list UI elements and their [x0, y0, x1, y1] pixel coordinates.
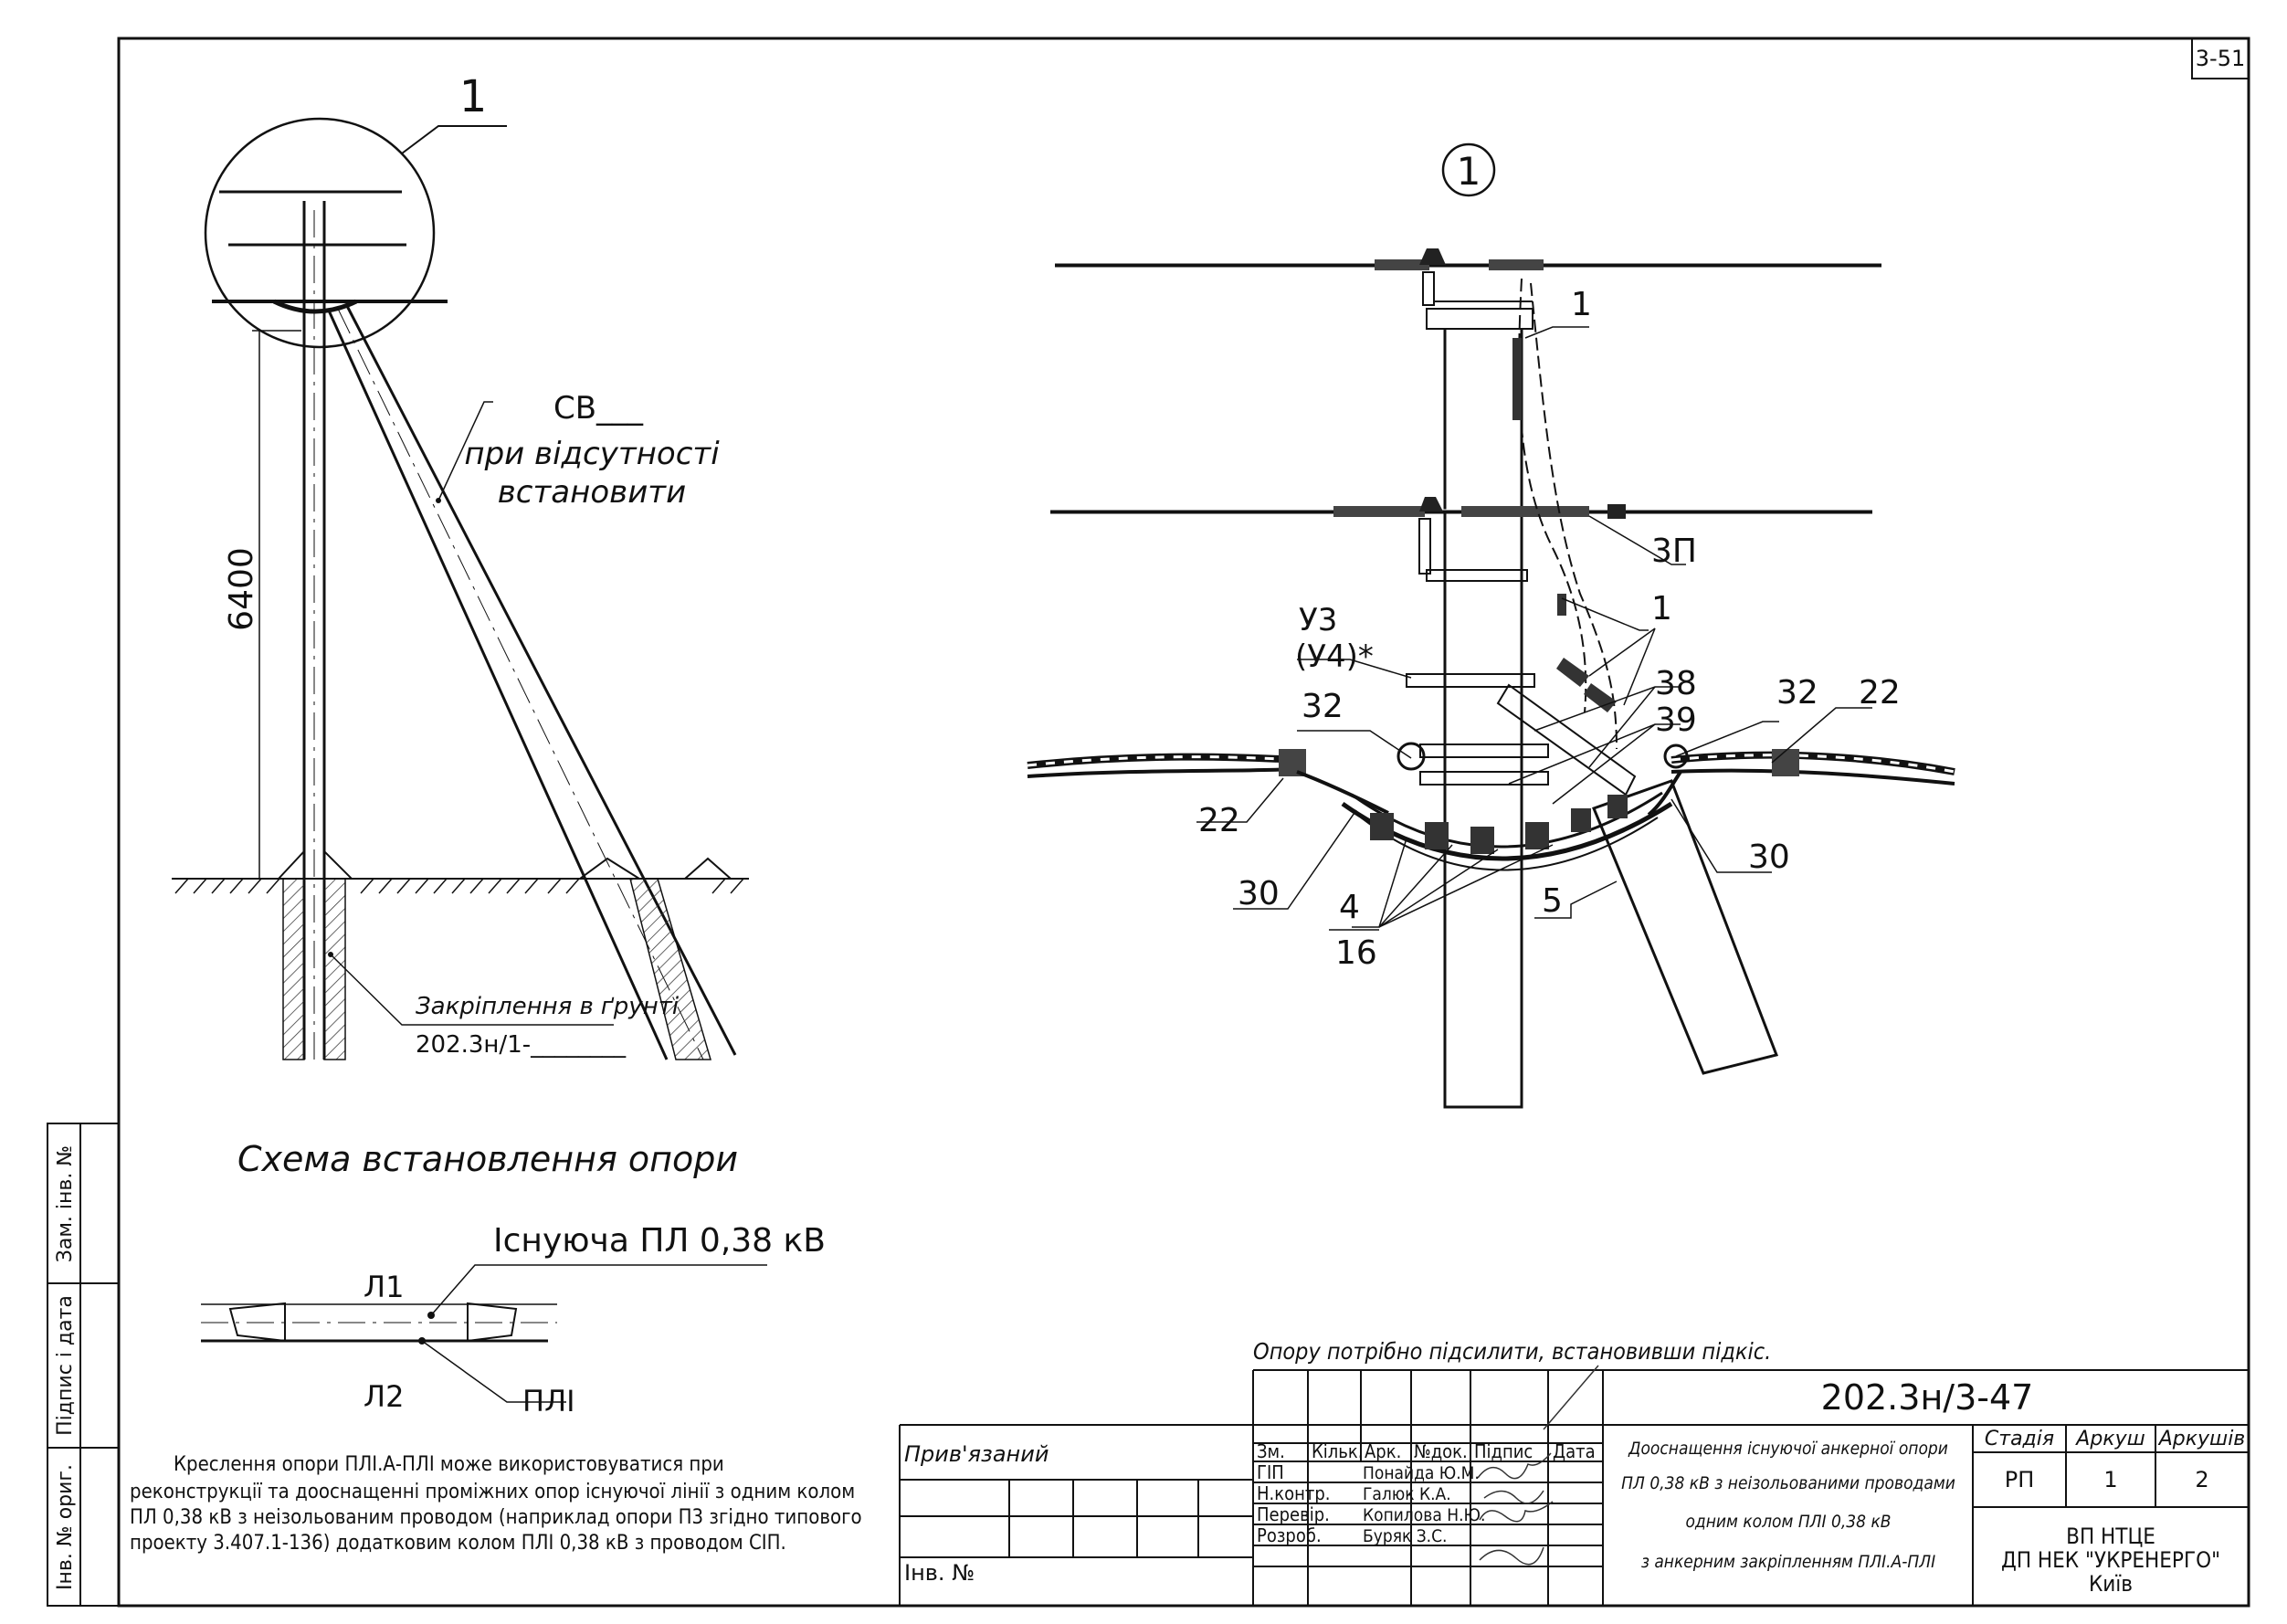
title-block: Прив'язаний Інв. № Зм. Кільк. Арк. №док.…	[899, 1365, 2249, 1606]
note-reinforce: Опору потрібно підсилити, встановивши пі…	[1253, 1338, 1771, 1365]
brace-note-line2: при відсутності	[464, 436, 720, 472]
side-stamp: Зам. інв. № Підпис і дата Інв. № ориг.	[47, 1123, 120, 1607]
callout-22-left: 22	[1198, 802, 1240, 839]
callout-1-top: 1	[1571, 286, 1592, 323]
scheme-title: Схема встановлення опори	[237, 1139, 738, 1179]
tb-org: ВП НТЦЕ	[2066, 1524, 2155, 1549]
stamp-inv-orig: Інв. № ориг.	[54, 1464, 77, 1590]
tb-role: Перевір.	[1257, 1503, 1330, 1525]
detail-title: 1	[1457, 149, 1481, 194]
callout-30-left: 30	[1238, 875, 1280, 912]
installation-scheme: Схема встановлення опори Існуюча ПЛ 0,38…	[201, 1139, 826, 1418]
tb-inv-no: Інв. №	[904, 1560, 975, 1586]
sheet-code-box	[2191, 37, 2250, 79]
tb-doc-code: 202.3н/3-47	[1821, 1377, 2034, 1418]
general-note-line: реконструкції та дооснащенні проміжних о…	[130, 1481, 855, 1503]
callout-u4: (У4)*	[1295, 638, 1374, 675]
tb-role: Н.контр.	[1257, 1482, 1331, 1504]
stamp-pidpys-data: Підпис і дата	[54, 1295, 77, 1436]
tb-header: Підпис	[1474, 1440, 1533, 1462]
sheet-code: 3-51	[2196, 46, 2245, 71]
callout-1-mid: 1	[1651, 590, 1672, 627]
ground-note-line2: 202.3н/1-________	[416, 1031, 627, 1059]
callout-5: 5	[1542, 882, 1563, 920]
tb-role: Розроб.	[1257, 1524, 1322, 1546]
tb-sheet-label: Аркуш	[2074, 1428, 2145, 1450]
tb-stage-label: Стадія	[1985, 1428, 2054, 1450]
callout-16: 16	[1335, 934, 1377, 972]
detail-circle	[204, 117, 436, 349]
callout-39: 39	[1655, 701, 1697, 739]
tb-name: Галюк К.А.	[1363, 1484, 1451, 1504]
callout-4: 4	[1339, 889, 1360, 926]
tb-sheet: 1	[2103, 1467, 2117, 1492]
tb-name: Понайда Ю.М.	[1363, 1463, 1480, 1483]
dimension-6400: 6400	[223, 547, 260, 631]
general-note-line: ПЛ 0,38 кВ з неізольованим проводом (нап…	[130, 1506, 862, 1529]
detail-callout-1: 1	[459, 71, 488, 122]
tb-header: Дата	[1553, 1440, 1596, 1462]
tb-stage: РП	[2005, 1467, 2035, 1492]
tb-name: Копилова Н.Ю.	[1363, 1505, 1485, 1525]
callout-u3: У3	[1299, 602, 1337, 638]
brace-note-sv: СВ___	[553, 390, 644, 427]
callout-32-left: 32	[1302, 688, 1344, 725]
signatures	[1477, 1365, 1599, 1566]
general-note-line: Креслення опори ПЛІ.А-ПЛІ може використо…	[174, 1453, 724, 1476]
callout-3p: 3П	[1651, 533, 1697, 570]
callout-22-right: 22	[1859, 674, 1901, 712]
tb-name: Буряк З.С.	[1363, 1526, 1447, 1546]
tb-header: Кільк.	[1312, 1440, 1363, 1462]
scheme-existing-line: Існуюча ПЛ 0,38 кВ	[493, 1222, 826, 1260]
detail-1-view: 1	[1027, 142, 1955, 1109]
general-note: Креслення опори ПЛІ.А-ПЛІ може використо…	[130, 1453, 862, 1555]
ground-note-line1: Закріплення в ґрунті	[416, 993, 680, 1020]
scheme-pli: ПЛІ	[522, 1384, 575, 1418]
callout-30-right: 30	[1748, 838, 1790, 876]
tb-doc-title-line: Дооснащення існуючої анкерної опори	[1628, 1439, 1948, 1459]
tb-header: Зм.	[1257, 1440, 1285, 1462]
tb-doc-title-line: з анкерним закріпленням ПЛІ.А-ПЛІ	[1641, 1552, 1935, 1572]
callout-38: 38	[1655, 665, 1697, 702]
tb-doc-title-line: ПЛ 0,38 кВ з неізольованими проводами	[1621, 1473, 1955, 1493]
callout-32-right: 32	[1776, 674, 1818, 712]
tb-doc-title-line: одним колом ПЛІ 0,38 кВ	[1685, 1512, 1891, 1532]
pole-installation-view: 1 СВ___ при відсутності встановити 6400	[172, 71, 749, 1060]
tb-header: Арк.	[1365, 1440, 1401, 1462]
stamp-zam-inv: Зам. інв. №	[54, 1145, 77, 1263]
tb-org: Київ	[2089, 1571, 2133, 1597]
tb-sheets: 2	[2195, 1467, 2208, 1492]
tb-sheets-label: Аркушів	[2157, 1428, 2246, 1450]
tb-header: №док.	[1414, 1440, 1468, 1462]
brace-note-line3: встановити	[498, 474, 686, 511]
tb-role: ГІП	[1257, 1461, 1284, 1483]
scheme-l2: Л2	[364, 1379, 404, 1414]
tb-org: ДП НЕК "УКРЕНЕРГО"	[2001, 1547, 2220, 1573]
general-note-line: проекту 3.407.1-136) додатковим колом ПЛ…	[130, 1532, 786, 1555]
scheme-l1: Л1	[364, 1270, 404, 1304]
tb-pryvyazanyi: Прив'язаний	[904, 1441, 1049, 1467]
drawing-frame	[117, 37, 2250, 1608]
